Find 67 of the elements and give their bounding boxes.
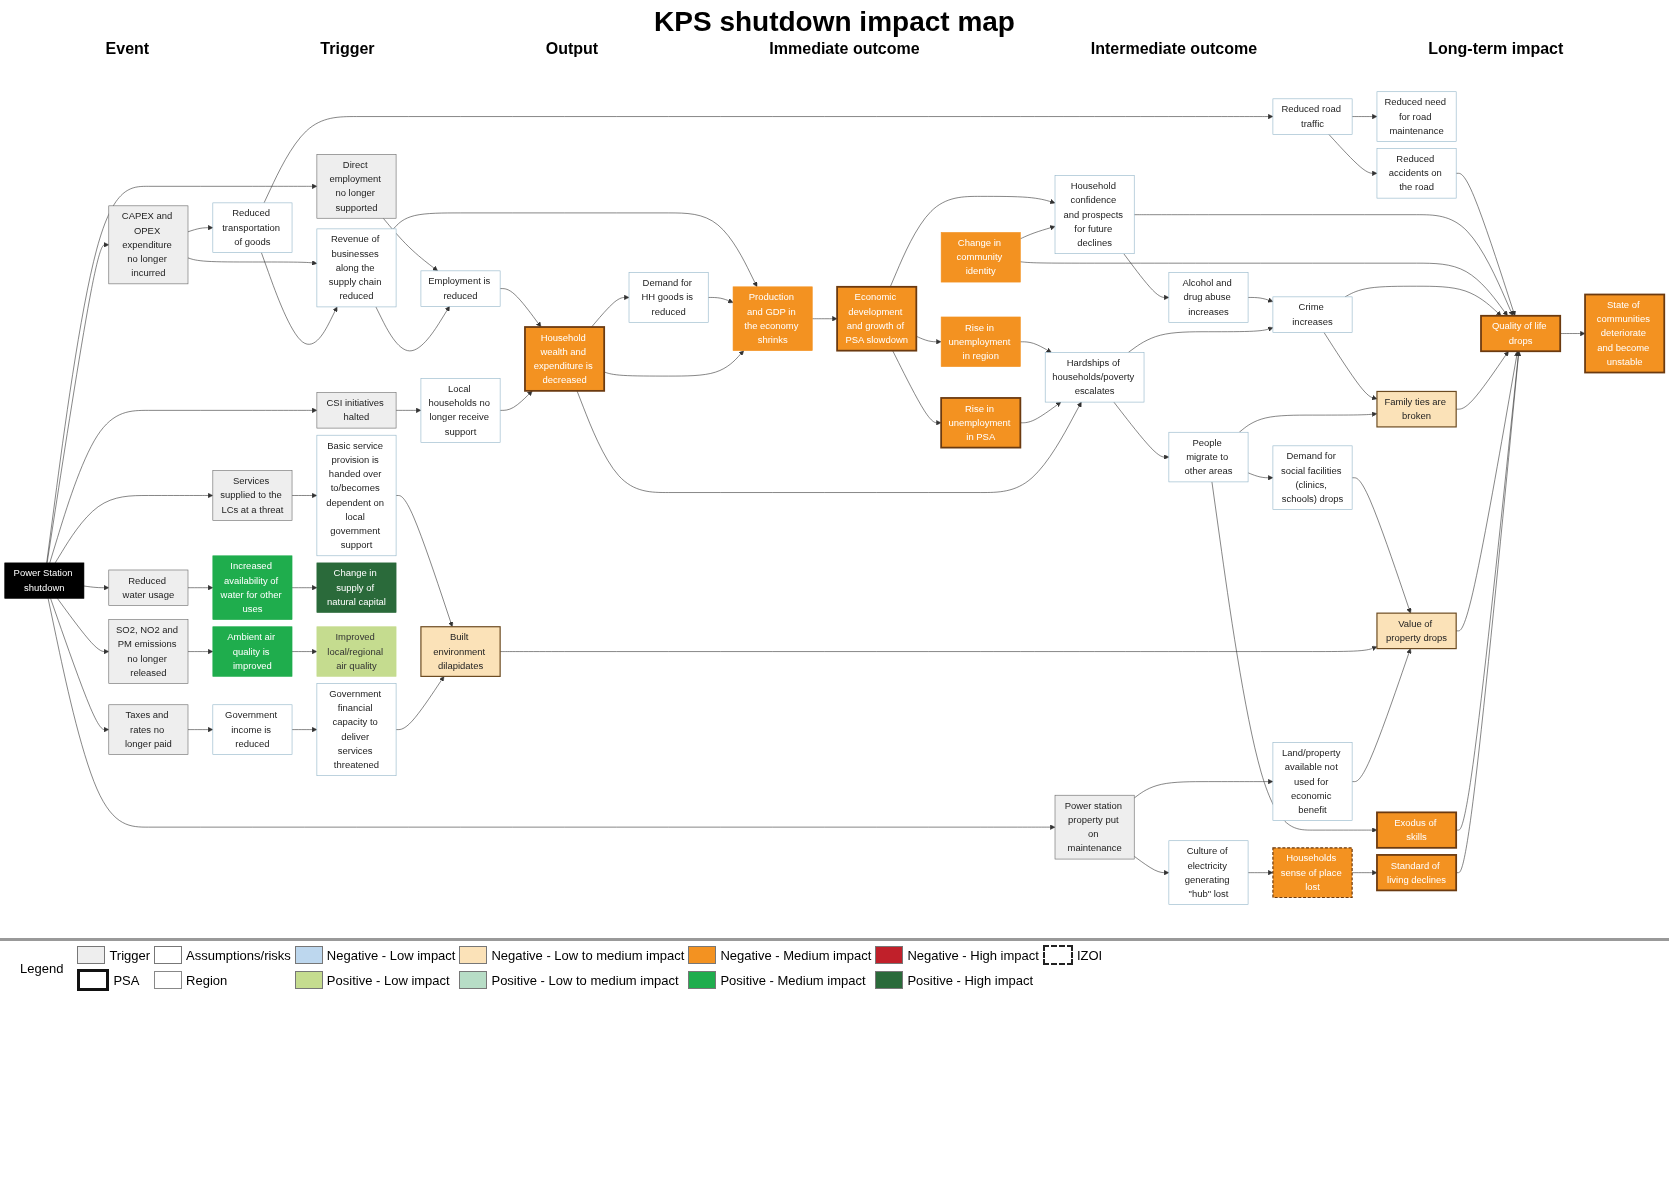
column-heading: Intermediate outcome — [1090, 40, 1258, 58]
node-box: Rise in unemployment in PSA — [940, 396, 1022, 449]
node-box: Change in supply of natural capital — [316, 562, 397, 613]
node-box: Standard of living declines — [1376, 853, 1458, 892]
legend-label: IZOI — [1076, 947, 1103, 963]
node-box: Increased availability of water for other uses — [212, 555, 293, 620]
node-box: Crime increases — [1272, 296, 1353, 333]
legend-label: Positive - High impact — [907, 972, 1034, 988]
node-box: Family ties are broken — [1376, 390, 1457, 428]
column-heading: Output — [545, 40, 599, 58]
node-box: Employment is reduced — [420, 270, 501, 307]
node-box: Reduced need for road maintenance — [1376, 91, 1457, 142]
node-box: Revenue of businesses along the supply chain reduced — [316, 228, 397, 308]
legend-label: Positive - Low to medium impact — [491, 972, 679, 988]
column-heading: Long-term impact — [1428, 40, 1564, 58]
legend-label: Trigger — [109, 947, 151, 963]
node-box: Taxes and rates no longer paid — [108, 704, 189, 755]
legend-label: Assumptions/risks — [186, 947, 291, 963]
column-heading: Immediate outcome — [769, 40, 920, 58]
node-box: CAPEX and OPEX expenditure no longer incurred — [108, 205, 189, 284]
node-box: Reduced accidents on the road — [1376, 148, 1457, 199]
legend-heading: Legend — [20, 960, 64, 976]
node-box: Services supplied to the LCs at a threat — [212, 470, 293, 521]
legend-label: Positive - Low impact — [326, 972, 450, 988]
node-box: People migrate to other areas — [1168, 431, 1249, 483]
column-heading: Event — [105, 40, 150, 58]
node-box: Quality of life drops — [1480, 314, 1562, 352]
node-box: Ambient air quality is improved — [212, 626, 293, 677]
node-box: SO2, NO2 and PM emissions no longer released — [108, 619, 189, 684]
legend-label: Negative - Medium impact — [720, 947, 872, 963]
node-box: Reduced road traffic — [1272, 98, 1353, 135]
legend-label: Negative - Low impact — [326, 947, 456, 963]
node-box: Alcohol and drug abuse increases — [1168, 272, 1249, 323]
node-box: Rise in unemployment in region — [940, 316, 1021, 367]
node-box: Household confidence and prospects for future declines — [1054, 175, 1135, 254]
node-box: Government financial capacity to deliver services threatened — [316, 683, 397, 776]
node-box: Improved local/regional air quality — [316, 626, 397, 677]
node-box: Power Station shutdown — [4, 562, 85, 599]
node-box: Household wealth and expenditure is decreased — [524, 325, 606, 392]
diagram-title: KPS shutdown impact map — [653, 6, 1016, 38]
node-box: Culture of electricity generating "hub" lost — [1168, 840, 1249, 905]
legend-label: Negative - High impact — [907, 947, 1039, 963]
node-box: Change in community identity — [940, 231, 1021, 283]
node-box: Basic service provision is handed over to/becomes dependent on local government support — [316, 434, 397, 556]
node-box: Value of property drops — [1376, 612, 1457, 650]
legend-label: Negative - Low to medium impact — [491, 947, 685, 963]
node-box: Reduced water usage — [108, 569, 189, 606]
node-box: Exodus of skills — [1376, 811, 1458, 849]
node-box: Power station property put on maintenance — [1054, 794, 1135, 860]
node-box: Production and GDP in the economy shrinks — [732, 286, 813, 351]
legend-label: Region — [186, 972, 228, 988]
column-heading: Trigger — [320, 40, 375, 58]
node-box: Local households no longer receive support — [420, 378, 501, 443]
node-box: Hardships of households/poverty escalates — [1044, 352, 1145, 403]
node-box: Reduced transportation of goods — [212, 202, 293, 253]
node-box: Land/property available not used for economic benefit — [1272, 742, 1353, 821]
node-box: CSI initiatives halted — [316, 392, 397, 429]
node-box: Built environment dilapidates — [420, 626, 501, 677]
legend-label: PSA — [113, 972, 140, 988]
node-box: Direct employment no longer supported — [316, 153, 397, 219]
node-box: State of communities deteriorate and become unstable — [1584, 293, 1666, 374]
node-box: Government income is reduced — [212, 704, 293, 755]
node-box: Demand for HH goods is reduced — [628, 272, 709, 323]
legend-label: Positive - Medium impact — [720, 972, 866, 988]
node-box: Economic development and growth of PSA slowdown — [836, 285, 918, 352]
node-box: Demand for social facilities (clinics, schools) drops — [1272, 445, 1353, 510]
node-box: Households sense of place lost — [1272, 847, 1353, 898]
